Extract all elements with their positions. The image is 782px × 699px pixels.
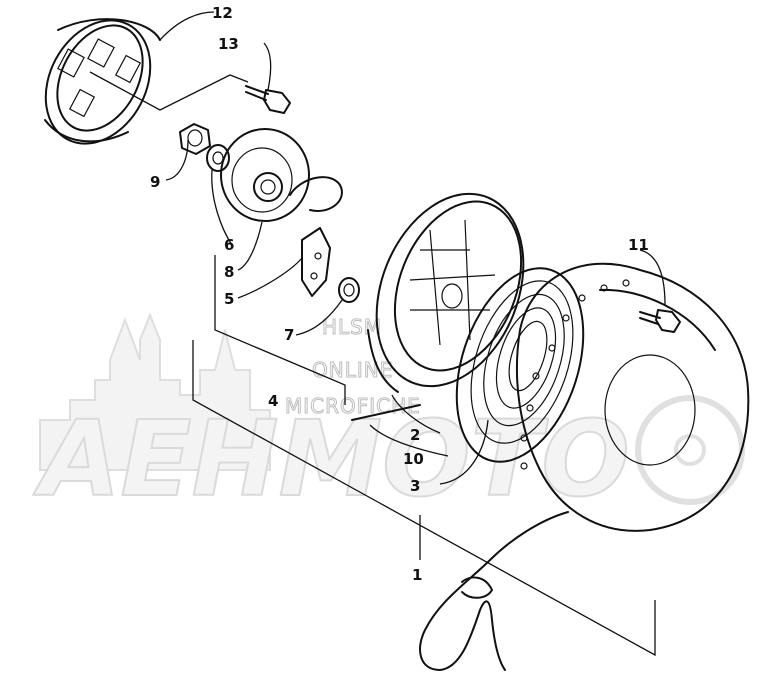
callout-9: 9 — [150, 173, 160, 191]
watermark-skyline — [39, 312, 271, 471]
part-8-drive-plate — [220, 128, 343, 222]
callout-2: 2 — [410, 426, 420, 444]
callout-8: 8 — [224, 263, 234, 281]
part-11-bolt — [639, 309, 681, 333]
callout-13: 13 — [218, 35, 239, 53]
callout-6: 6 — [224, 236, 234, 254]
watermark-wheel — [635, 395, 745, 505]
part-3-recoil-spring — [455, 267, 585, 463]
callout-7: 7 — [284, 326, 294, 344]
part-1-housing — [419, 262, 750, 671]
part-9-nut — [179, 123, 211, 155]
part-5-pawl — [301, 227, 331, 297]
leader-lines — [89, 11, 666, 657]
callout-5: 5 — [224, 290, 234, 308]
part-13-bolt — [245, 85, 291, 114]
part-2-rope-reel — [367, 192, 525, 393]
callout-11: 11 — [628, 236, 649, 254]
part-10-rope-key — [351, 404, 421, 421]
callout-10: 10 — [403, 450, 424, 468]
callout-12: 12 — [212, 4, 233, 22]
watermark-line-3: MICROFICHE — [285, 394, 421, 418]
callout-1: 1 — [412, 566, 422, 584]
watermark-line-1: HLSM — [322, 315, 382, 339]
callout-4: 4 — [268, 392, 278, 410]
watermark: АЕНМОТО HLSM ONLINE MICROFICHE — [32, 312, 745, 521]
part-7-spring — [338, 277, 360, 303]
watermark-logo: АЕНМОТО — [33, 398, 630, 520]
watermark-line-2: ONLINE — [312, 358, 393, 382]
callouts: 12 13 9 6 8 5 7 4 11 2 10 3 1 — [150, 4, 649, 584]
part-6-washer — [206, 144, 230, 172]
part-12-starter-cup — [44, 18, 161, 145]
callout-3: 3 — [410, 477, 420, 495]
